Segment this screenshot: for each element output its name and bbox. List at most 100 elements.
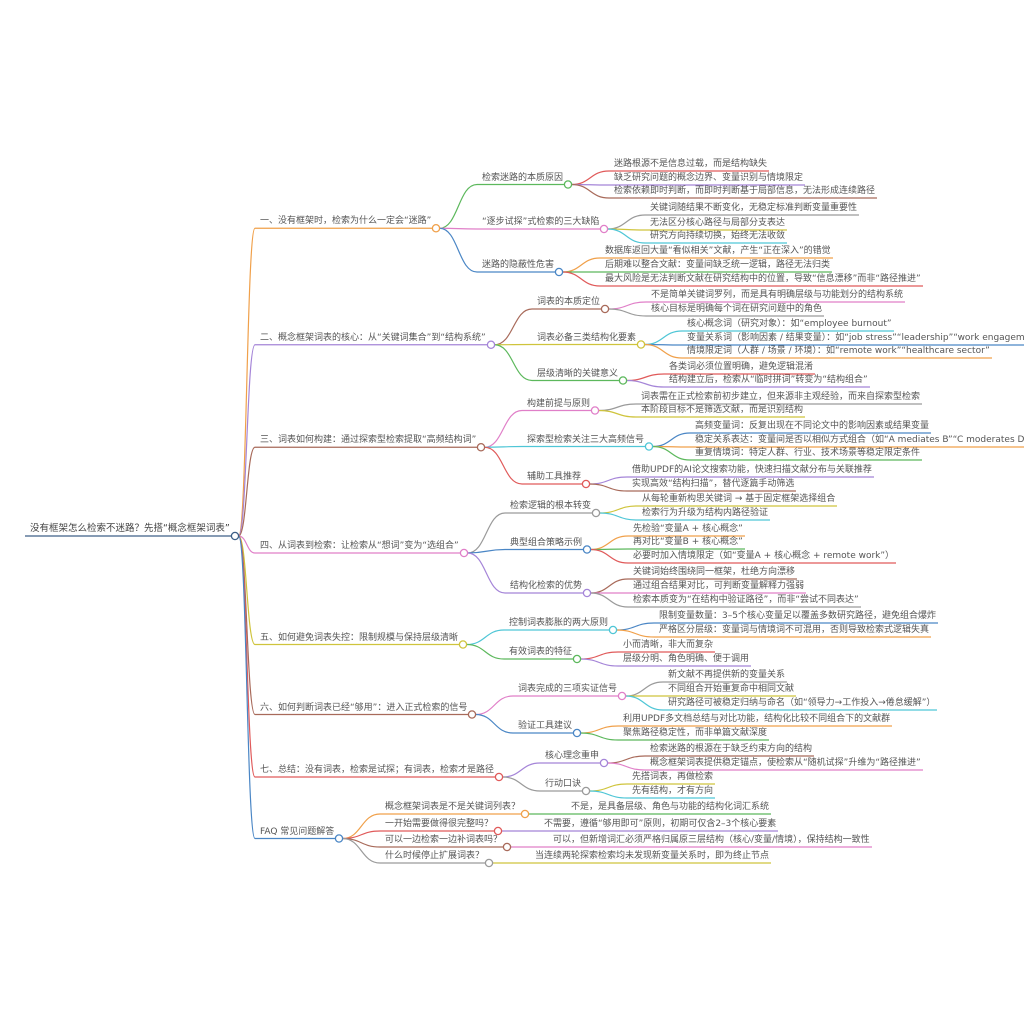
collapse-toggle-circle[interactable] (467, 710, 477, 719)
leaf-topic[interactable]: 先搭词表，再做检索 (632, 772, 714, 782)
collapse-toggle-circle[interactable] (618, 376, 628, 385)
leaf-topic[interactable]: 限制变量数量：3–5个核心变量足以覆盖多数研究路径，避免组合爆炸 (659, 611, 936, 621)
subtopic[interactable]: 构建前提与原则 (527, 398, 591, 409)
subtopic[interactable]: 概念框架词表是不是关键词列表？ (385, 802, 521, 812)
subtopic[interactable]: 一开始需要做得很完整吗？ (385, 819, 494, 829)
leaf-topic[interactable]: 核心目标是明确每个词在研究问题中的角色 (651, 304, 823, 314)
leaf-topic[interactable]: 研究方向持续切换，始终无法收敛 (650, 231, 786, 241)
subtopic[interactable]: 检索逻辑的根本转变 (510, 501, 592, 511)
leaf-topic[interactable]: 利用UPDF多文档总结与对比功能，结构化比较不同组合下的文献群 (623, 714, 891, 724)
leaf-topic[interactable]: 词表需在正式检索前初步建立，但来源非主观经验，而来自探索型检索 (641, 392, 921, 402)
leaf-topic[interactable]: 高频变量词：反复出现在不同论文中的影响因素或结果变量 (695, 421, 930, 431)
collapse-toggle-circle[interactable] (600, 304, 610, 314)
collapse-toggle-circle[interactable] (581, 786, 591, 796)
leaf-topic[interactable]: 通过组合结果对比，可判断变量解释力强弱 (633, 581, 805, 591)
leaf-topic[interactable]: 各类词必须位置明确，避免逻辑混淆 (669, 362, 814, 372)
leaf-topic[interactable]: 再对比“变量B + 核心概念” (633, 537, 743, 547)
leaf-topic[interactable]: 实现高效“结构扫描”，替代逐篇手动筛选 (632, 479, 795, 489)
leaf-topic[interactable]: 借助UPDF的AI论文搜索功能，快速扫描文献分布与关联推荐 (632, 465, 872, 475)
section-topic[interactable]: FAQ 常见问题解答 (260, 826, 335, 837)
leaf-topic[interactable]: 从每轮重新构思关键词 → 基于固定框架选择组合 (642, 494, 836, 504)
leaf-topic[interactable]: 情境限定词（人群 / 场景 / 环境）：如“remote work”“healt… (687, 346, 990, 356)
collapse-toggle-circle[interactable] (334, 834, 344, 843)
subtopic[interactable]: 结构化检索的优势 (510, 581, 583, 591)
leaf-topic[interactable]: 当连续两轮探索检索均未发现新变量关系时，即为终止节点 (535, 851, 770, 861)
leaf-topic[interactable]: 必要时加入情境限定（如“变量A + 核心概念 + remote work”） (633, 551, 895, 561)
leaf-topic[interactable]: 后期难以整合文献：变量间缺乏统一逻辑，路径无法归类 (605, 260, 831, 270)
section-topic[interactable]: 六、如何判断词表已经“够用”：进入正式检索的信号 (260, 702, 468, 713)
leaf-topic[interactable]: 先有结构，才有方向 (632, 786, 714, 796)
collapse-toggle-circle[interactable] (608, 625, 618, 635)
section-topic[interactable]: 五、如何避免词表失控：限制规模与保持层级清晰 (260, 632, 459, 643)
leaf-topic[interactable]: 检索迷路的根源在于缺乏约束方向的结构 (650, 744, 813, 754)
subtopic[interactable]: 核心理念重申 (545, 751, 600, 761)
leaf-topic[interactable]: 小而清晰，非大而复杂 (623, 640, 714, 650)
subtopic[interactable]: 词表完成的三项实证信号 (518, 684, 618, 694)
collapse-toggle-circle[interactable] (591, 508, 601, 518)
leaf-topic[interactable]: 无法区分核心路径与局部分支表达 (650, 218, 786, 228)
leaf-topic[interactable]: 可以，但新增词汇必须严格归属原三层结构（核心/变量/情境），保持结构一致性 (553, 835, 870, 845)
collapse-toggle-circle[interactable] (599, 224, 609, 234)
leaf-topic[interactable]: 不需要，遵循“够用即可”原则，初期可仅含2–3个核心要素 (544, 819, 777, 829)
subtopic[interactable]: 什么时候停止扩展词表？ (385, 851, 485, 861)
leaf-topic[interactable]: 关键词始终围绕同一框架，杜绝方向漂移 (633, 567, 796, 577)
leaf-topic[interactable]: 检索行为升级为结构内路径验证 (642, 508, 769, 518)
subtopic[interactable]: 典型组合策略示例 (510, 537, 583, 548)
root-topic[interactable]: 没有框架怎么检索不迷路？先搭“概念框架词表” (30, 523, 230, 534)
collapse-toggle-circle[interactable] (502, 842, 512, 852)
collapse-toggle-circle[interactable] (644, 442, 654, 451)
subtopic[interactable]: 词表的本质定位 (537, 297, 601, 307)
collapse-toggle-circle[interactable] (459, 548, 469, 558)
leaf-topic[interactable]: 缺乏研究问题的概念边界、变量识别与情境限定 (614, 173, 804, 183)
leaf-topic[interactable]: 本阶段目标不是筛选文献，而是识别结构 (641, 405, 804, 415)
subtopic[interactable]: 行动口诀 (545, 779, 582, 789)
collapse-toggle-circle[interactable] (493, 826, 503, 836)
leaf-topic[interactable]: 不是，是具备层级、角色与功能的结构化词汇系统 (571, 802, 770, 812)
section-topic[interactable]: 一、没有框架时，检索为什么一定会“迷路” (260, 216, 432, 227)
subtopic[interactable]: 辅助工具推荐 (527, 472, 582, 482)
leaf-topic[interactable]: 检索本质变为“在结构中验证路径”，而非“尝试不同表达” (633, 595, 859, 605)
collapse-toggle-circle[interactable] (484, 858, 494, 868)
leaf-topic[interactable]: 最大风险是无法判断文献在研究结构中的位置，导致“信息漂移”而非“路径推进” (605, 274, 921, 284)
collapse-toggle-circle[interactable] (617, 691, 627, 701)
subtopic[interactable]: “逐步试探”式检索的三大缺陷 (482, 217, 600, 227)
collapse-toggle-circle[interactable] (494, 772, 504, 782)
collapse-toggle-circle[interactable] (520, 809, 530, 819)
leaf-topic[interactable]: 严格区分层级：变量词与情境词不可混用，否则导致检索式逻辑失真 (659, 625, 930, 635)
collapse-toggle-circle[interactable] (582, 545, 592, 554)
leaf-topic[interactable]: 重复情境词：特定人群、行业、技术场景等稳定限定条件 (695, 448, 921, 458)
leaf-topic[interactable]: 核心概念词（研究对象）：如“employee burnout” (687, 319, 892, 329)
collapse-toggle-circle[interactable] (581, 479, 591, 489)
leaf-topic[interactable]: 不是简单关键词罗列，而是具有明确层级与功能划分的结构系统 (651, 290, 904, 300)
subtopic[interactable]: 层级清晰的关键意义 (537, 368, 619, 379)
leaf-topic[interactable]: 变量关系词（影响因素 / 结果变量）：如“job stress”“leaders… (687, 333, 1024, 343)
subtopic[interactable]: 有效词表的特征 (509, 647, 573, 657)
section-topic[interactable]: 三、词表如何构建：通过探索型检索提取“高频结构词” (260, 435, 477, 446)
leaf-topic[interactable]: 检索依赖即时判断，而即时判断基于局部信息，无法形成连续路径 (614, 186, 876, 196)
collapse-toggle-circle[interactable] (582, 588, 592, 598)
leaf-topic[interactable]: 关键词随结果不断变化，无稳定标准判断变量重要性 (650, 203, 858, 213)
leaf-topic[interactable]: 数据库返回大量“看似相关”文献，产生“正在深入”的错觉 (605, 246, 831, 256)
leaf-topic[interactable]: 层级分明、角色明确、便于调用 (623, 654, 750, 664)
collapse-toggle-circle[interactable] (599, 758, 609, 768)
section-topic[interactable]: 七、总结：没有词表，检索是试探；有词表，检索才是路径 (260, 765, 495, 775)
leaf-topic[interactable]: 新文献不再提供新的变量关系 (668, 670, 786, 680)
collapse-toggle-circle[interactable] (431, 223, 441, 233)
leaf-topic[interactable]: 概念框架词表提供稳定锚点，使检索从“随机试探”升维为“路径推进” (650, 758, 921, 768)
section-topic[interactable]: 二、概念框架词表的核心：从“关键词集合”到“结构系统” (260, 332, 486, 343)
collapse-toggle-circle[interactable] (230, 531, 240, 541)
leaf-topic[interactable]: 不同组合开始重复命中相同文献 (668, 684, 795, 694)
subtopic[interactable]: 检索迷路的本质原因 (482, 172, 564, 183)
subtopic[interactable]: 词表必备三类结构化要素 (537, 332, 637, 343)
collapse-toggle-circle[interactable] (563, 180, 573, 189)
collapse-toggle-circle[interactable] (476, 442, 486, 452)
leaf-topic[interactable]: 迷路根源不是信息过载，而是结构缺失 (614, 159, 768, 169)
leaf-topic[interactable]: 研究路径可被稳定归纳与命名（如“领导力→工作投入→倦怠缓解”） (668, 698, 936, 708)
leaf-topic[interactable]: 结构建立后，检索从“临时拼词”转变为“结构组合” (669, 375, 868, 385)
leaf-topic[interactable]: 先检验“变量A + 核心概念” (633, 524, 743, 534)
subtopic[interactable]: 可以一边检索一边补词表吗？ (385, 835, 503, 845)
collapse-toggle-circle[interactable] (572, 728, 582, 738)
subtopic[interactable]: 验证工具建议 (518, 721, 573, 731)
collapse-toggle-circle[interactable] (636, 340, 646, 349)
subtopic[interactable]: 迷路的隐蔽性危害 (482, 260, 555, 270)
